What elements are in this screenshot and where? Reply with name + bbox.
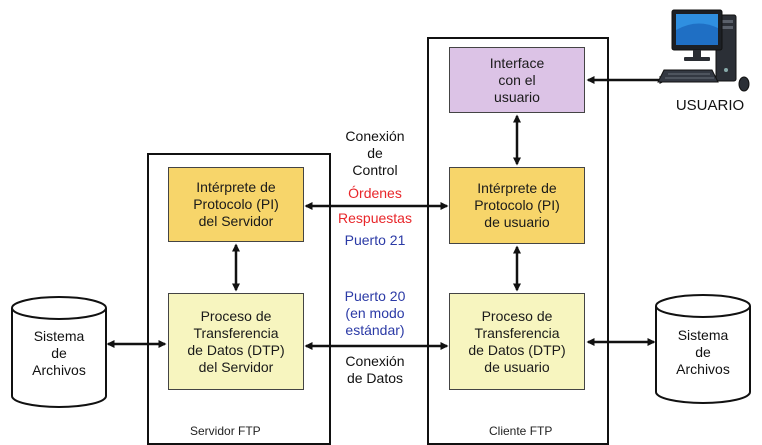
left-filesystem-cylinder bbox=[11, 296, 107, 408]
client-dtp-box: Proceso de Transferencia de Datos (DTP) … bbox=[449, 293, 585, 390]
right-filesystem-label: Sistema de Archivos bbox=[676, 327, 730, 377]
responses-label: Respuestas bbox=[338, 210, 412, 226]
left-filesystem-label: Sistema de Archivos bbox=[32, 328, 86, 378]
servidor-ftp-frame bbox=[147, 153, 331, 445]
server-dtp-box: Proceso de Transferencia de Datos (DTP) … bbox=[168, 293, 304, 390]
port-21-label: Puerto 21 bbox=[344, 232, 406, 248]
orders-label: Órdenes bbox=[348, 185, 402, 201]
server-pi-box: Intérprete de Protocolo (PI) del Servido… bbox=[168, 167, 304, 242]
cliente-ftp-label: Cliente FTP bbox=[489, 424, 553, 438]
computer-icon bbox=[657, 9, 750, 92]
cliente-ftp-frame bbox=[427, 37, 609, 445]
control-connection-label: Conexión de Control bbox=[345, 128, 405, 178]
user-interface-box: Interface con el usuario bbox=[449, 47, 585, 113]
right-filesystem-cylinder bbox=[655, 294, 751, 404]
servidor-ftp-label: Servidor FTP bbox=[190, 424, 261, 438]
user-label: USUARIO bbox=[675, 97, 745, 114]
client-pi-box: Intérprete de Protocolo (PI) de usuario bbox=[449, 167, 585, 244]
data-connection-label: Conexión de Datos bbox=[345, 353, 405, 386]
port-20-label: Puerto 20 (en modo estándar) bbox=[344, 288, 406, 338]
